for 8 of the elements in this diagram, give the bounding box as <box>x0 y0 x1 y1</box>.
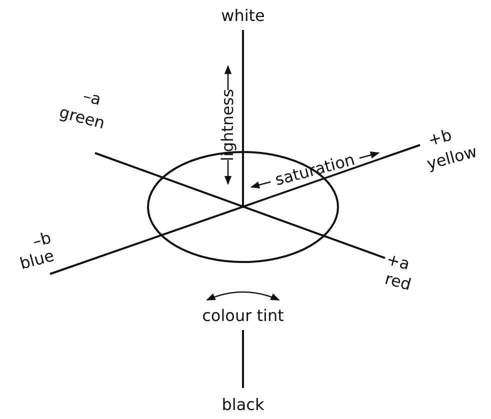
axis-label: blue <box>18 248 56 272</box>
axis-label: –b <box>31 230 53 250</box>
axis-label: black <box>222 397 264 413</box>
axis-label: +a <box>384 251 412 273</box>
axis-label: red <box>383 270 413 294</box>
axis-label: lightness <box>220 88 236 162</box>
axis-label: white <box>221 8 265 24</box>
axis-label: colour tint <box>202 308 284 324</box>
